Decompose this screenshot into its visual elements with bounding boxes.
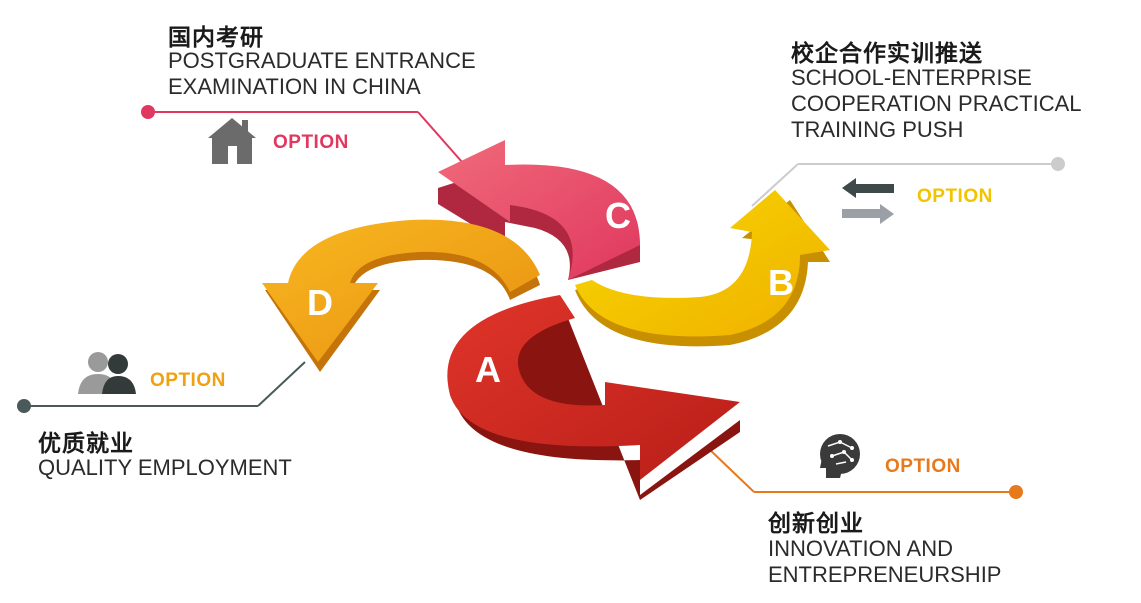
connector-d	[17, 361, 306, 413]
title-cn-b: 校企合作实训推送	[791, 41, 983, 67]
letter-a: A	[475, 349, 501, 390]
arrow-b	[575, 190, 830, 347]
arrow-a	[447, 295, 740, 500]
title-cn-d: 优质就业	[38, 431, 134, 457]
option-label-c: OPTION	[273, 132, 349, 153]
option-label-b: OPTION	[917, 186, 993, 207]
title-en-c: POSTGRADUATE ENTRANCE EXAMINATION IN CHI…	[168, 48, 476, 99]
title-cn-c: 国内考研	[168, 25, 264, 51]
title-cn-a: 创新创业	[768, 511, 864, 537]
letter-d: D	[307, 282, 333, 323]
brain-head-icon	[820, 434, 860, 478]
connector-c	[141, 105, 463, 163]
arrow-d	[262, 219, 540, 372]
option-label-d: OPTION	[150, 370, 226, 391]
exchange-arrows-icon	[842, 178, 894, 224]
option-label-a: OPTION	[885, 456, 961, 477]
title-en-a: INNOVATION AND ENTREPRENEURSHIP	[768, 536, 1002, 587]
title-en-b: SCHOOL-ENTERPRISE COOPERATION PRACTICAL …	[791, 65, 1082, 142]
people-icon	[78, 352, 136, 394]
arrow-c	[438, 140, 640, 280]
title-en-d: QUALITY EMPLOYMENT	[38, 455, 292, 480]
house-icon	[208, 118, 256, 164]
connector-b	[751, 157, 1065, 207]
letter-b: B	[768, 262, 794, 303]
connector-a	[707, 447, 1023, 499]
letter-c: C	[605, 195, 631, 236]
